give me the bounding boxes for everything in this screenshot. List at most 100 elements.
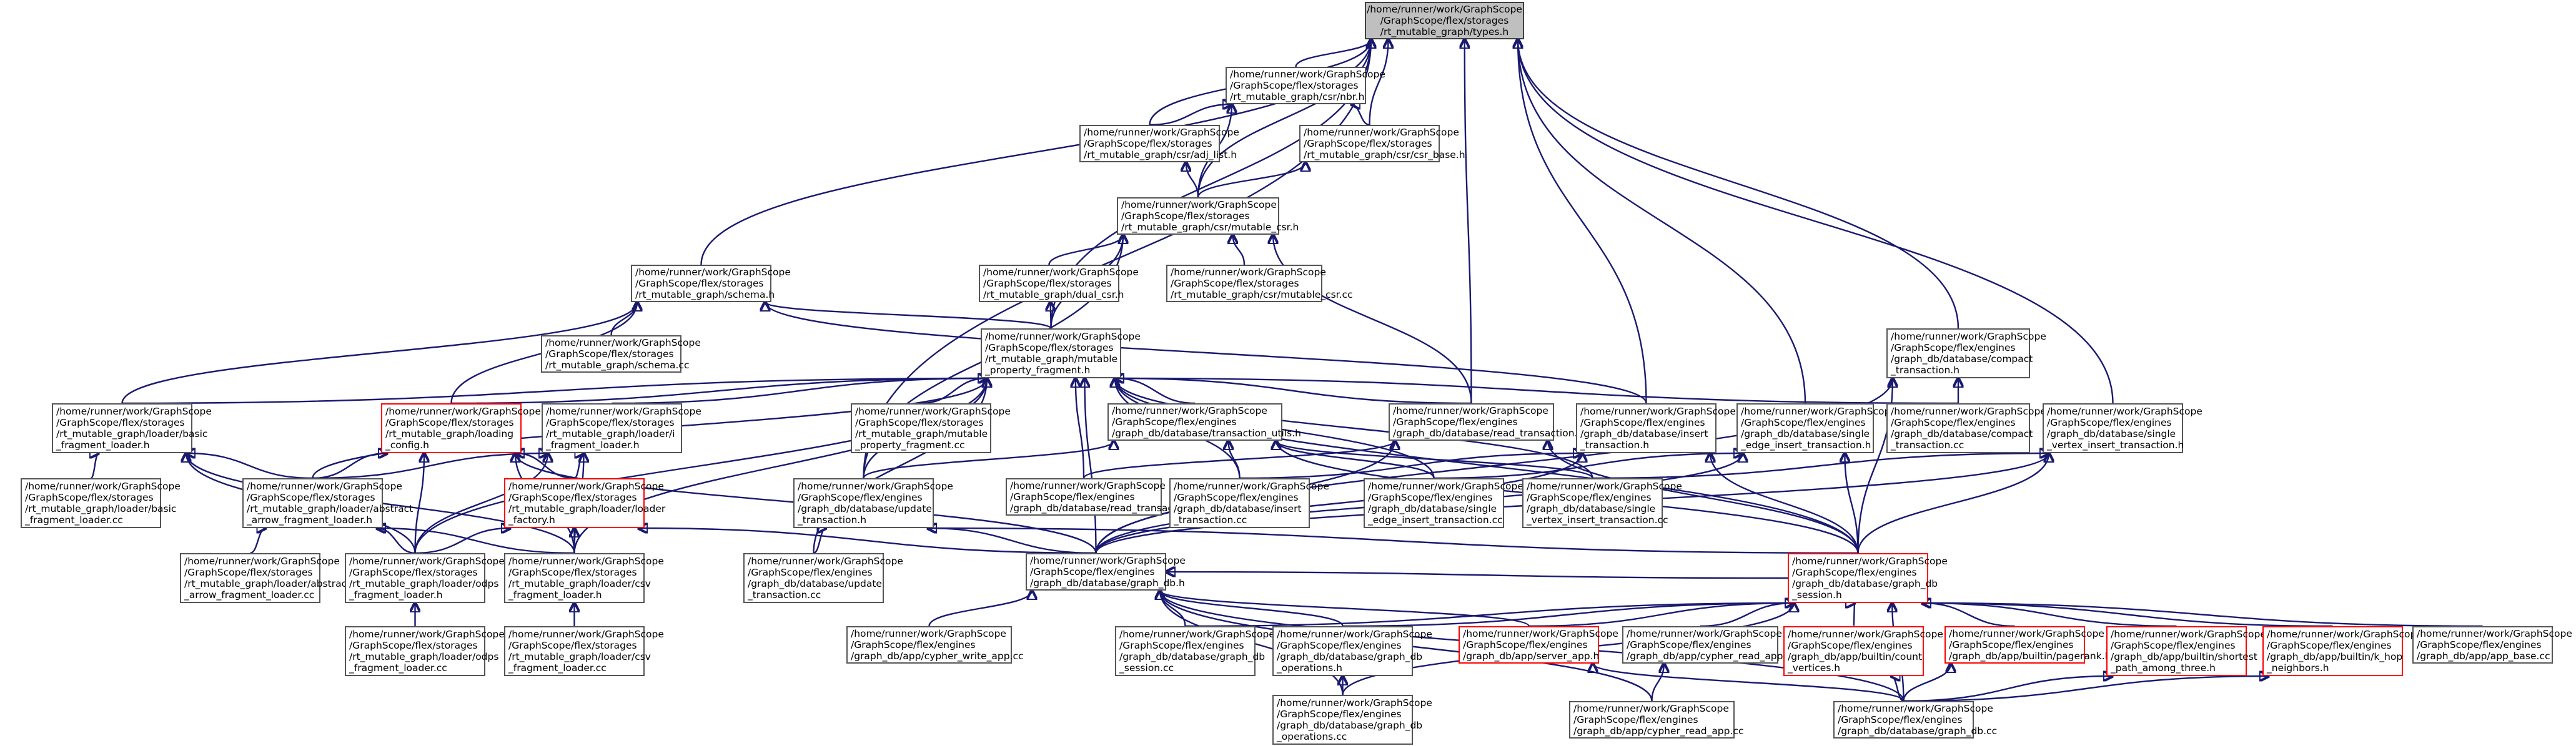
file-node-path-line: /home/runner/work/GraphScope bbox=[25, 481, 181, 492]
file-node-path-line: /GraphScope/flex/engines bbox=[1580, 417, 1705, 428]
include-edge bbox=[1465, 39, 1472, 404]
file-node-path-line: /GraphScope/flex/engines bbox=[1277, 640, 1402, 651]
file-node-path-line: _operations.cc bbox=[1277, 731, 1347, 742]
include-edge bbox=[1115, 378, 1196, 405]
file-node-path-line: /home/runner/work/GraphScope bbox=[56, 406, 212, 417]
file-node-mpf-cc[interactable]: /home/runner/work/GraphScope/GraphScope/… bbox=[851, 403, 1011, 453]
file-node-path-line: /graph_db/app/builtin/count bbox=[1788, 651, 1923, 662]
file-node-path-line: _transaction.h bbox=[798, 514, 867, 526]
file-node-path-line: /GraphScope/flex/storages bbox=[508, 640, 637, 651]
file-node-single-edge-cc[interactable]: /home/runner/work/GraphScope/GraphScope/… bbox=[1364, 478, 1523, 528]
file-node-insert-txn-cc[interactable]: /home/runner/work/GraphScope/GraphScope/… bbox=[1169, 478, 1329, 528]
file-node-shortest-path-h[interactable]: /home/runner/work/GraphScope/GraphScope/… bbox=[2106, 626, 2266, 676]
file-node-app-base-cc[interactable]: /home/runner/work/GraphScope/GraphScope/… bbox=[2412, 626, 2572, 664]
file-node-path-line: /GraphScope/flex/storages bbox=[545, 348, 674, 360]
include-edge bbox=[1903, 676, 2269, 702]
file-node-graph-db-session-cc[interactable]: /home/runner/work/GraphScope/GraphScope/… bbox=[1115, 626, 1275, 676]
file-node-path-line: /GraphScope/flex/engines bbox=[2267, 640, 2392, 651]
file-node-csr-base-h[interactable]: /home/runner/work/GraphScope/GraphScope/… bbox=[1299, 125, 1465, 162]
file-node-path-line: /rt_mutable_graph/csr/mutable_csr.cc bbox=[1171, 289, 1353, 300]
file-node-path-line: _property_fragment.cc bbox=[855, 439, 965, 451]
file-node-path-line: /GraphScope/flex/engines bbox=[2111, 640, 2236, 651]
include-edge bbox=[928, 528, 1858, 554]
file-node-csv-loader-cc[interactable]: /home/runner/work/GraphScope/GraphScope/… bbox=[504, 626, 664, 676]
file-node-path-line: /rt_mutable_graph/types.h bbox=[1380, 26, 1509, 37]
file-node-single-vertex-cc[interactable]: /home/runner/work/GraphScope/GraphScope/… bbox=[1522, 478, 1682, 528]
file-node-abstract-loader-cc[interactable]: /home/runner/work/GraphScope/GraphScope/… bbox=[180, 553, 350, 603]
file-node-insert-txn-h[interactable]: /home/runner/work/GraphScope/GraphScope/… bbox=[1576, 403, 1736, 453]
file-node-cypher-read-app-cc[interactable]: /home/runner/work/GraphScope/GraphScope/… bbox=[1569, 701, 1743, 739]
file-node-read-txn-cc[interactable]: /home/runner/work/GraphScope/GraphScope/… bbox=[1006, 478, 1206, 516]
file-node-schema-cc[interactable]: /home/runner/work/GraphScope/GraphScope/… bbox=[541, 335, 701, 373]
file-node-update-txn-cc[interactable]: /home/runner/work/GraphScope/GraphScope/… bbox=[743, 553, 903, 603]
file-node-path-line: _config.h bbox=[385, 439, 429, 451]
file-node-path-line: /home/runner/work/GraphScope bbox=[1891, 331, 2046, 342]
file-node-path-line: _factory.h bbox=[508, 514, 555, 526]
file-node-path-line: /rt_mutable_graph/loader/csv bbox=[508, 651, 651, 662]
include-edge bbox=[1276, 441, 1435, 479]
file-node-path-line: _session.cc bbox=[1119, 662, 1174, 674]
file-node-count-vertices-h[interactable]: /home/runner/work/GraphScope/GraphScope/… bbox=[1783, 626, 1943, 676]
file-node-single-vertex-h[interactable]: /home/runner/work/GraphScope/GraphScope/… bbox=[2043, 403, 2202, 453]
file-node-graph-db-operations-cc[interactable]: /home/runner/work/GraphScope/GraphScope/… bbox=[1272, 695, 1432, 745]
file-node-path-line: /rt_mutable_graph/loader/csv bbox=[508, 578, 651, 589]
file-node-path-line: /home/runner/work/GraphScope bbox=[1367, 4, 1522, 15]
file-node-graph-db-h[interactable]: /home/runner/work/GraphScope/GraphScope/… bbox=[1026, 553, 1186, 591]
file-node-path-line: /home/runner/work/GraphScope bbox=[1119, 629, 1275, 640]
file-node-graph-db-session-h[interactable]: /home/runner/work/GraphScope/GraphScope/… bbox=[1788, 553, 1948, 603]
file-node-path-line: /graph_db/app/builtin/shortest bbox=[2111, 651, 2257, 662]
file-node-graph-db-cc[interactable]: /home/runner/work/GraphScope/GraphScope/… bbox=[1833, 701, 1997, 739]
file-node-update-txn-h[interactable]: /home/runner/work/GraphScope/GraphScope/… bbox=[793, 478, 953, 528]
file-node-dual-csr-h[interactable]: /home/runner/work/GraphScope/GraphScope/… bbox=[979, 265, 1139, 302]
include-edge bbox=[414, 453, 425, 554]
file-node-cypher-read-app-h[interactable]: /home/runner/work/GraphScope/GraphScope/… bbox=[1622, 626, 1792, 664]
file-node-basic-loader-h[interactable]: /home/runner/work/GraphScope/GraphScope/… bbox=[52, 403, 212, 453]
file-node-path-line: /rt_mutable_graph/mutable bbox=[985, 353, 1118, 365]
file-node-compact-txn-cc[interactable]: /home/runner/work/GraphScope/GraphScope/… bbox=[1886, 403, 2046, 453]
file-node-path-line: _transaction.cc bbox=[1891, 439, 1964, 451]
file-node-schema-h[interactable]: /home/runner/work/GraphScope/GraphScope/… bbox=[631, 265, 791, 302]
file-node-k-hop-h[interactable]: /home/runner/work/GraphScope/GraphScope/… bbox=[2262, 626, 2422, 676]
file-node-path-line: _vertices.h bbox=[1788, 662, 1841, 674]
file-node-pagerank-h[interactable]: /home/runner/work/GraphScope/GraphScope/… bbox=[1944, 626, 2111, 664]
include-edge bbox=[612, 378, 988, 405]
file-node-single-edge-h[interactable]: /home/runner/work/GraphScope/GraphScope/… bbox=[1736, 403, 1896, 453]
file-node-abstract-loader-h[interactable]: /home/runner/work/GraphScope/GraphScope/… bbox=[242, 478, 413, 528]
file-node-i-loader-h[interactable]: /home/runner/work/GraphScope/GraphScope/… bbox=[542, 403, 701, 453]
file-node-path-line: _neighbors.h bbox=[2267, 662, 2329, 674]
file-node-path-line: _fragment_loader.cc bbox=[349, 662, 447, 674]
include-edge bbox=[863, 441, 1114, 479]
file-node-mutable-csr-cc[interactable]: /home/runner/work/GraphScope/GraphScope/… bbox=[1166, 265, 1353, 302]
file-node-path-line: _transaction.h bbox=[1891, 365, 1960, 376]
file-node-path-line: /GraphScope/flex/storages bbox=[1380, 15, 1509, 26]
file-node-path-line: /home/runner/work/GraphScope bbox=[1788, 629, 1943, 640]
file-node-cypher-write-app-cc[interactable]: /home/runner/work/GraphScope/GraphScope/… bbox=[846, 626, 1024, 664]
file-node-path-line: /GraphScope/flex/storages bbox=[1121, 210, 1250, 222]
file-node-basic-loader-cc[interactable]: /home/runner/work/GraphScope/GraphScope/… bbox=[21, 478, 181, 528]
file-node-path-line: /rt_mutable_graph/dual_csr.h bbox=[983, 289, 1124, 300]
file-node-csv-loader-h[interactable]: /home/runner/work/GraphScope/GraphScope/… bbox=[504, 553, 664, 603]
file-node-odps-loader-h[interactable]: /home/runner/work/GraphScope/GraphScope/… bbox=[345, 553, 505, 603]
file-node-loader-factory-h[interactable]: /home/runner/work/GraphScope/GraphScope/… bbox=[504, 478, 665, 528]
file-node-odps-loader-cc[interactable]: /home/runner/work/GraphScope/GraphScope/… bbox=[345, 626, 505, 676]
file-node-txn-utils-h[interactable]: /home/runner/work/GraphScope/GraphScope/… bbox=[1107, 403, 1301, 441]
file-node-path-line: /home/runner/work/GraphScope bbox=[983, 267, 1139, 278]
include-edge bbox=[1276, 441, 1593, 479]
file-node-graph-db-operations-h[interactable]: /home/runner/work/GraphScope/GraphScope/… bbox=[1272, 626, 1432, 676]
file-node-adj-list-h[interactable]: /home/runner/work/GraphScope/GraphScope/… bbox=[1079, 125, 1239, 162]
file-node-mutable-csr-h[interactable]: /home/runner/work/GraphScope/GraphScope/… bbox=[1117, 197, 1299, 235]
file-node-path-line: /home/runner/work/GraphScope bbox=[1463, 628, 1618, 639]
file-node-compact-txn-h[interactable]: /home/runner/work/GraphScope/GraphScope/… bbox=[1886, 328, 2046, 378]
file-node-path-line: /home/runner/work/GraphScope bbox=[1304, 127, 1459, 138]
file-node-path-line: /GraphScope/flex/engines bbox=[1949, 639, 2074, 650]
file-node-path-line: /GraphScope/flex/engines bbox=[2047, 417, 2172, 428]
file-node-loading-config-h[interactable]: /home/runner/work/GraphScope/GraphScope/… bbox=[381, 403, 541, 453]
file-node-read-txn-h[interactable]: /home/runner/work/GraphScope/GraphScope/… bbox=[1389, 403, 1583, 441]
file-node-server-app-h[interactable]: /home/runner/work/GraphScope/GraphScope/… bbox=[1459, 626, 1618, 664]
file-node-mpf-h[interactable]: /home/runner/work/GraphScope/GraphScope/… bbox=[981, 328, 1141, 378]
file-node-nbr-h[interactable]: /home/runner/work/GraphScope/GraphScope/… bbox=[1226, 67, 1385, 104]
file-node-types-h[interactable]: /home/runner/work/GraphScope/GraphScope/… bbox=[1365, 2, 1524, 39]
file-node-path-line: /graph_db/database/read_transaction.cc bbox=[1010, 503, 1206, 514]
include-edge bbox=[377, 528, 575, 554]
